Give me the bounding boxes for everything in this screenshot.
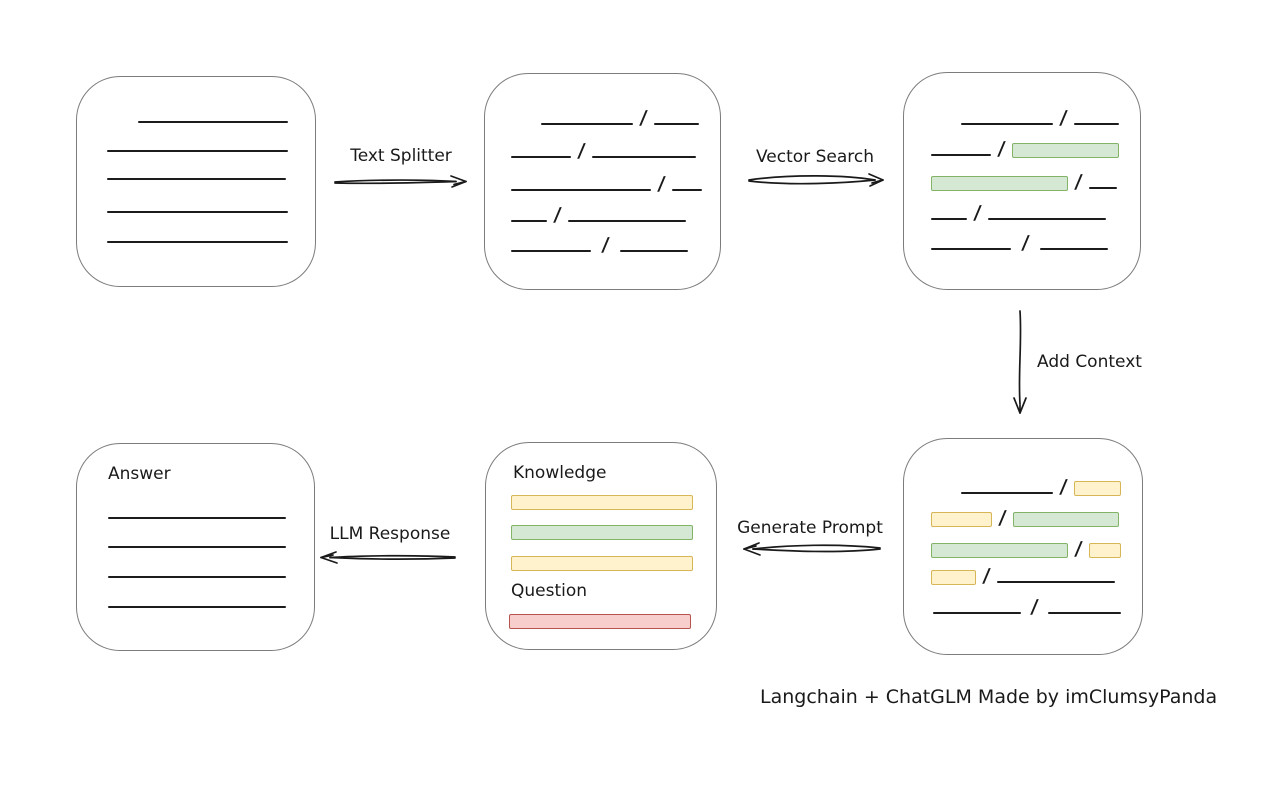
slash-separator: / (1020, 232, 1031, 254)
text-line (107, 150, 288, 152)
split-text-node: / / / / / (484, 73, 721, 290)
text-line (671, 189, 702, 191)
matched-chunk-green (1011, 143, 1119, 158)
question-bar-red (509, 614, 691, 629)
slash-separator: / (1029, 596, 1040, 618)
context-chunk-yellow (931, 570, 976, 585)
add-context-label: Add Context (1037, 352, 1142, 372)
text-line (107, 241, 288, 243)
slash-separator: / (576, 140, 587, 162)
answer-node: Answer (76, 443, 315, 651)
text-line (511, 156, 571, 158)
text-line (961, 492, 1053, 494)
knowledge-bar-yellow (511, 495, 693, 510)
chunk-row: / (931, 136, 1119, 160)
chunk-row: / (961, 105, 1119, 129)
context-chunk-yellow (1088, 543, 1121, 558)
text-line (108, 517, 286, 519)
llm-response-arrow (320, 551, 456, 564)
chunk-row: / (931, 230, 1108, 254)
slash-separator: / (656, 173, 667, 195)
add-context-arrow (1013, 310, 1027, 414)
text-line (931, 218, 967, 220)
diagram-caption: Langchain + ChatGLM Made by imClumsyPand… (760, 686, 1218, 708)
slash-separator: / (981, 565, 992, 587)
matched-chunk-green (1012, 512, 1119, 527)
slash-separator: / (997, 507, 1008, 529)
generate-prompt-arrow (743, 542, 881, 556)
chunk-row: / (933, 594, 1121, 618)
llm-response-label: LLM Response (329, 524, 451, 544)
chunk-row: / (931, 536, 1121, 560)
slash-separator: / (638, 107, 649, 129)
chunk-row: / (931, 563, 1115, 587)
matched-chunk-green (931, 543, 1068, 558)
text-line (108, 576, 286, 578)
text-line (1088, 187, 1117, 189)
text-line (591, 156, 696, 158)
source-document-node (76, 76, 316, 287)
text-line (1047, 612, 1121, 614)
text-line (541, 123, 633, 125)
slash-separator: / (552, 204, 563, 226)
text-line (933, 612, 1021, 614)
text-line (931, 154, 991, 156)
knowledge-bar-green (511, 525, 693, 540)
slash-separator: / (1073, 538, 1084, 560)
context-chunk-yellow (931, 512, 992, 527)
context-node: / / / / / (903, 438, 1143, 655)
chunk-row: / (511, 232, 688, 256)
answer-label: Answer (108, 464, 171, 484)
slash-separator: / (996, 138, 1007, 160)
slash-separator: / (1058, 107, 1069, 129)
text-line (511, 220, 547, 222)
text-line (511, 189, 651, 191)
text-line (107, 211, 288, 213)
text-line (138, 121, 288, 123)
context-chunk-yellow (1073, 481, 1121, 496)
chunk-row: / (961, 474, 1121, 498)
chunk-row: / (511, 138, 696, 162)
text-splitter-arrow (334, 175, 467, 188)
chunk-row: / (931, 505, 1119, 529)
vector-search-label: Vector Search (756, 147, 874, 167)
text-line (108, 606, 286, 608)
text-line (567, 220, 686, 222)
text-line (107, 178, 286, 180)
text-line (1073, 123, 1119, 125)
slash-separator: / (1073, 171, 1084, 193)
slash-separator: / (972, 202, 983, 224)
slash-separator: / (600, 234, 611, 256)
slash-separator: / (1058, 476, 1069, 498)
text-line (996, 581, 1115, 583)
text-line (987, 218, 1106, 220)
vector-search-arrow (748, 173, 884, 187)
chunk-row: / (541, 105, 699, 129)
text-splitter-label: Text Splitter (350, 146, 452, 166)
chunk-row: / (511, 171, 702, 195)
matched-chunk-green (931, 176, 1068, 191)
question-label: Question (511, 581, 588, 601)
text-line (511, 250, 591, 252)
generate-prompt-label: Generate Prompt (737, 518, 883, 538)
knowledge-bar-yellow (511, 556, 693, 571)
text-line (653, 123, 699, 125)
text-line (961, 123, 1053, 125)
vector-result-node: / / / / / (903, 72, 1141, 290)
text-line (931, 248, 1011, 250)
text-line (1039, 248, 1108, 250)
text-line (619, 250, 688, 252)
knowledge-label: Knowledge (513, 463, 607, 483)
text-line (108, 546, 286, 548)
prompt-node: Knowledge Question (485, 442, 717, 650)
chunk-row: / (931, 169, 1117, 193)
chunk-row: / (931, 200, 1106, 224)
chunk-row: / (511, 202, 686, 226)
